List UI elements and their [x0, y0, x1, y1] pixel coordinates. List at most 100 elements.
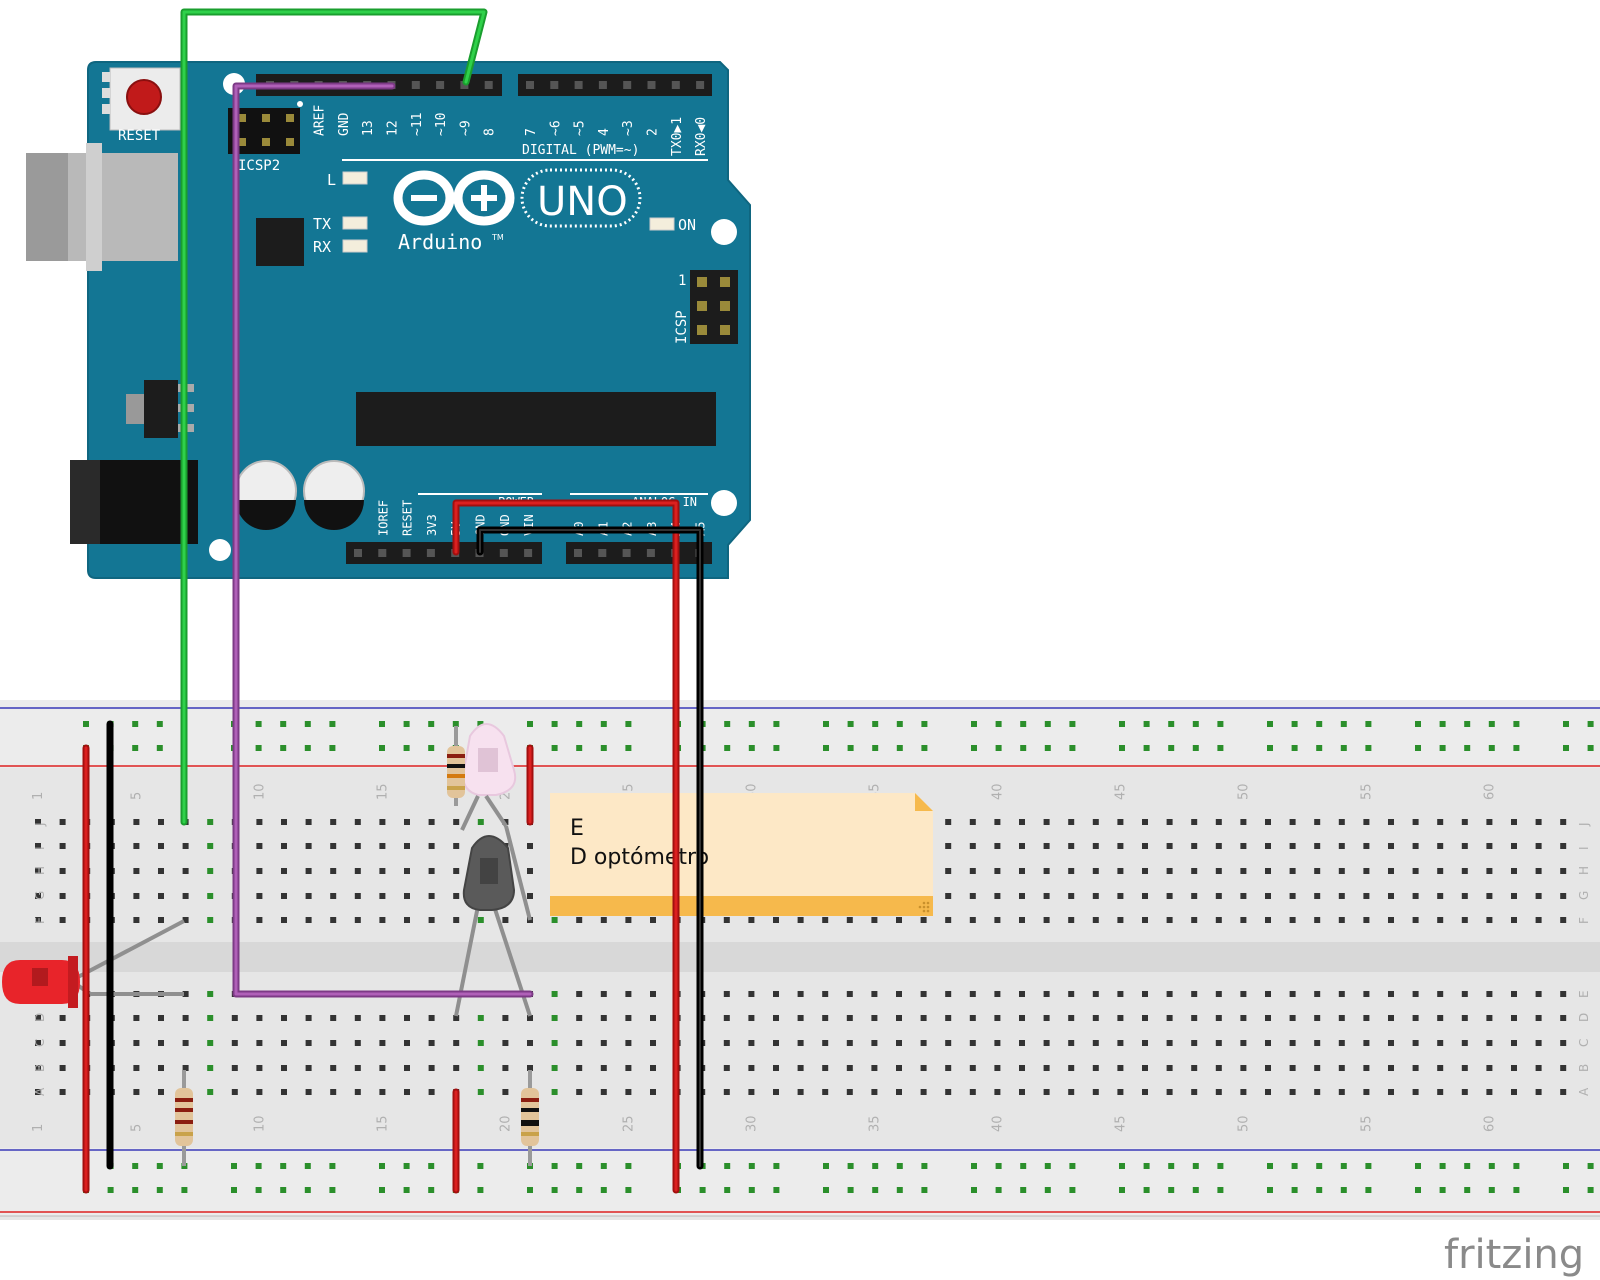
- breadboard-hole: [453, 819, 460, 825]
- breadboard-hole: [404, 843, 410, 849]
- breadboard-hole: [576, 1065, 583, 1071]
- breadboard-hole: [1019, 1040, 1025, 1046]
- header-pin: [671, 81, 680, 89]
- breadboard-hole: [379, 1040, 386, 1046]
- breadboard-hole: [871, 1065, 878, 1071]
- breadboard-hole: [1092, 893, 1099, 899]
- breadboard-hole: [305, 868, 312, 874]
- rail-hole: [329, 745, 336, 751]
- breadboard-hole: [35, 843, 41, 849]
- breadboard-hole: [158, 843, 164, 849]
- note-resize-grip[interactable]: [918, 901, 930, 913]
- breadboard-hole: [920, 1015, 927, 1021]
- breadboard-hole: [1461, 991, 1468, 997]
- breadboard-hole: [305, 893, 312, 899]
- breadboard-hole: [1166, 917, 1173, 923]
- breadboard-hole: [1240, 1015, 1247, 1021]
- header-pin: [484, 81, 493, 89]
- breadboard-hole: [354, 819, 361, 825]
- digital-pin-label: 12: [386, 120, 401, 136]
- sticky-note[interactable]: E D optómetro: [550, 793, 933, 916]
- rail-hole: [1044, 745, 1051, 751]
- rail-hole: [280, 721, 287, 727]
- rail-hole: [1119, 721, 1125, 727]
- breadboard-hole: [1092, 1015, 1099, 1021]
- breadboard-hole: [1338, 917, 1345, 923]
- rail-hole: [625, 721, 632, 727]
- breadboard-hole: [59, 917, 66, 923]
- row-letter: B: [33, 1064, 47, 1072]
- row-letter: C: [1577, 1039, 1591, 1047]
- breadboard-hole: [1092, 1040, 1099, 1046]
- breadboard-hole: [896, 1040, 902, 1046]
- rail-hole: [1020, 745, 1027, 751]
- breadboard-hole: [305, 917, 312, 923]
- rail-hole: [724, 1187, 731, 1193]
- rail-hole: [576, 1163, 583, 1169]
- breadboard-hole: [1461, 1065, 1468, 1071]
- breadboard-hole: [723, 1065, 730, 1071]
- rail-hole: [1168, 745, 1175, 751]
- rail-hole: [1563, 721, 1569, 727]
- breadboard-hole: [1068, 843, 1075, 849]
- breadboard-hole: [207, 868, 214, 874]
- breadboard-hole: [1166, 1089, 1173, 1095]
- breadboard-hole: [1043, 991, 1050, 997]
- breadboard-hole: [59, 1040, 66, 1046]
- breadboard-hole: [428, 893, 435, 899]
- capacitor: [235, 460, 297, 530]
- digital-pin-label: ~6: [548, 120, 563, 136]
- breadboard-hole: [1363, 868, 1370, 874]
- breadboard-hole: [994, 843, 1001, 849]
- breadboard-hole: [1215, 991, 1222, 997]
- breadboard-hole: [1068, 991, 1075, 997]
- breadboard-hole: [182, 1015, 189, 1021]
- rail-hole: [847, 721, 854, 727]
- column-number: 5: [129, 792, 144, 800]
- rail-hole: [724, 745, 731, 751]
- rail-hole: [1291, 1187, 1298, 1193]
- breadboard-hole: [35, 1089, 41, 1095]
- mounting-hole: [209, 539, 231, 561]
- rail-hole: [1439, 721, 1446, 727]
- breadboard-hole: [1092, 819, 1099, 825]
- breadboard-hole: [1191, 1065, 1198, 1071]
- breadboard-hole: [1142, 893, 1148, 899]
- rail-hole: [329, 1163, 336, 1169]
- breadboard-hole: [158, 917, 164, 923]
- rail-hole: [748, 721, 755, 727]
- breadboard-hole: [994, 1015, 1001, 1021]
- breadboard-hole: [477, 1040, 484, 1046]
- breadboard-hole: [1240, 1065, 1247, 1071]
- breadboard-hole: [969, 819, 976, 825]
- breadboard-hole: [650, 1065, 656, 1071]
- breadboard-hole: [453, 893, 460, 899]
- breadboard-hole: [1142, 917, 1148, 923]
- breadboard-hole: [1560, 1089, 1567, 1095]
- rail-hole: [971, 721, 977, 727]
- breadboard-hole: [945, 1065, 952, 1071]
- breadboard-hole: [1289, 1040, 1296, 1046]
- breadboard-hole: [1363, 991, 1370, 997]
- rail-hole: [576, 1187, 583, 1193]
- uno-label: UNO: [537, 179, 628, 225]
- breadboard-hole: [1314, 1089, 1321, 1095]
- rail-hole: [1587, 1163, 1594, 1169]
- breadboard-hole: [1314, 819, 1321, 825]
- breadboard-hole: [846, 991, 853, 997]
- breadboard-hole: [453, 1065, 460, 1071]
- header-pin: [402, 549, 411, 557]
- rail-hole: [156, 721, 163, 727]
- voltage-regulator: [144, 380, 178, 438]
- rail-hole: [1119, 1163, 1125, 1169]
- breadboard-hole: [1535, 893, 1542, 899]
- breadboard-hole: [1338, 819, 1345, 825]
- breadboard-hole: [354, 893, 361, 899]
- breadboard-hole: [650, 991, 656, 997]
- rail-hole: [1464, 745, 1471, 751]
- rail-hole: [1168, 721, 1175, 727]
- rail-hole: [872, 1187, 879, 1193]
- breadboard-hole: [453, 917, 460, 923]
- breadboard-hole: [1535, 917, 1542, 923]
- breadboard-hole: [1068, 1015, 1075, 1021]
